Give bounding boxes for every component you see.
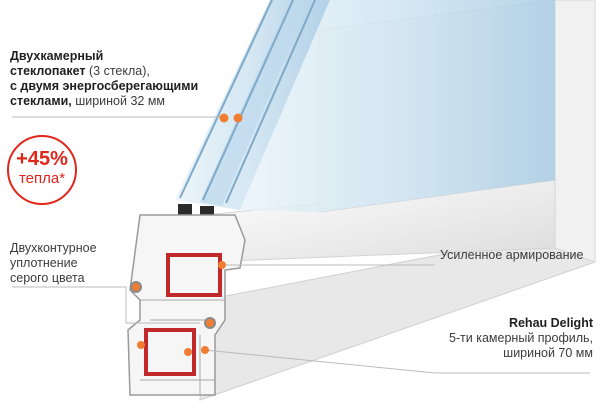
glass-pane-middle: [200, 0, 310, 206]
callout-line-profile: [204, 349, 590, 374]
seal-description: Двухконтурное уплотнение серого цвета: [10, 241, 130, 286]
glass-unit-line3: с двумя энергосберегающими: [10, 79, 199, 93]
marker-profile-2: [184, 348, 192, 356]
profile-cross-section: [127, 214, 246, 396]
profile-title: Rehau Delight: [508, 316, 593, 330]
glass-unit-description: Двухкамерный стеклопакет (3 стекла), с д…: [10, 49, 225, 109]
sash-reinforcement: [166, 253, 222, 297]
glass-unit-title-line1: Двухкамерный: [10, 49, 104, 63]
glass-unit-title-line2-rest: (3 стекла),: [85, 64, 150, 78]
marker-profile-1: [201, 346, 209, 354]
marker-arm-2: [137, 341, 145, 349]
marker-glass-1: [219, 113, 229, 123]
marker-seal-1: [132, 283, 140, 291]
marker-glass-2: [233, 113, 243, 123]
glass-unit-line4-bold: стеклами,: [10, 94, 72, 108]
marker-arm-1: [218, 261, 226, 269]
callout-line-seal: [12, 286, 200, 324]
glass-edge-2: [202, 0, 294, 201]
profile-line2: 5-ти камерный профиль,: [448, 331, 593, 345]
warmth-badge: +45% тепла*: [7, 135, 77, 205]
seal-line2: уплотнение: [10, 256, 78, 270]
profile-description: Rehau Delight 5-ти камерный профиль, шир…: [443, 316, 593, 361]
warmth-badge-value: +45%: [16, 148, 68, 170]
frame-side-right: [554, 0, 596, 263]
frame-reinforcement: [144, 328, 196, 376]
glass-pane-inner: [240, 0, 555, 212]
warmth-badge-caption: тепла*: [18, 170, 66, 187]
glass-edge-3: [225, 0, 316, 204]
glass-unit-line4-rest: шириной 32 мм: [71, 94, 166, 108]
reinforcement-label: Усиленное армирование: [440, 248, 584, 262]
seal-line1: Двухконтурное: [10, 241, 97, 255]
glass-unit-title-line2: стеклопакет: [10, 64, 86, 78]
glass-edge-1: [179, 0, 273, 199]
profile-line3: шириной 70 мм: [503, 346, 593, 360]
seal-line3: серого цвета: [10, 271, 85, 285]
marker-seal-2: [206, 319, 214, 327]
